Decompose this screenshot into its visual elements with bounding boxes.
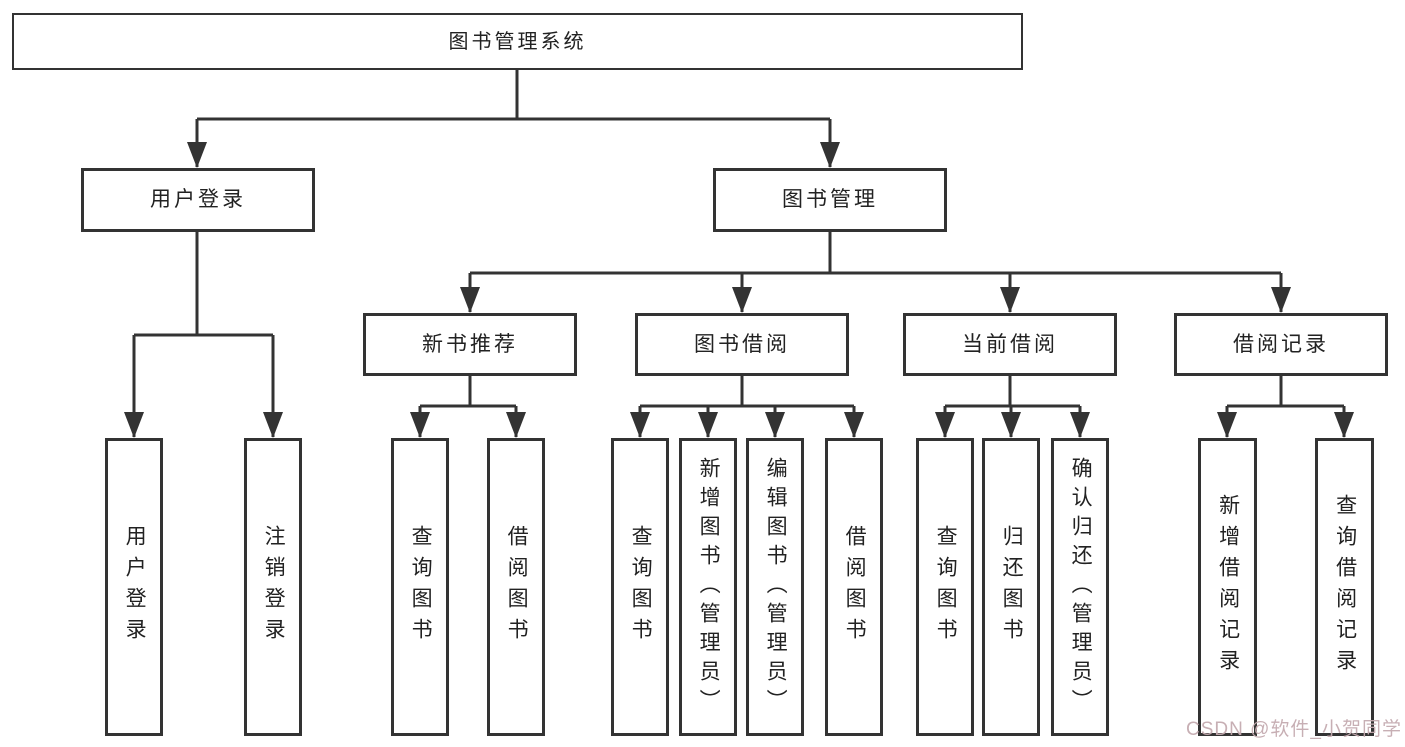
leaf-current-return-books: 归还图书 xyxy=(982,438,1040,736)
node-new-book-recommend: 新书推荐 xyxy=(363,313,577,376)
leaf-borrowing-edit-books-admin: 编辑图书（管理员） xyxy=(746,438,804,736)
connector-book-management-children xyxy=(460,232,1291,313)
connector-root-to-level1 xyxy=(187,69,840,168)
leaf-borrowing-query-books: 查询图书 xyxy=(611,438,669,736)
node-user-login: 用户登录 xyxy=(81,168,315,232)
node-book-management: 图书管理 xyxy=(713,168,947,232)
node-root: 图书管理系统 xyxy=(12,13,1023,70)
leaf-borrowing-borrow-books: 借阅图书 xyxy=(825,438,883,736)
node-current-borrowing: 当前借阅 xyxy=(903,313,1117,376)
connector-user-login-children xyxy=(124,232,283,438)
leaf-recommend-borrow-books: 借阅图书 xyxy=(487,438,545,736)
node-book-borrowing: 图书借阅 xyxy=(635,313,849,376)
leaf-user-login: 用户登录 xyxy=(105,438,163,736)
connector-records-children xyxy=(1217,376,1354,438)
leaf-logout: 注销登录 xyxy=(244,438,302,736)
watermark: CSDN @软件_小贺同学 xyxy=(1186,719,1402,740)
node-borrowing-records: 借阅记录 xyxy=(1174,313,1388,376)
leaf-current-query-books: 查询图书 xyxy=(916,438,974,736)
leaf-records-add-record: 新增借阅记录 xyxy=(1198,438,1257,736)
connector-new-book-children xyxy=(410,376,526,438)
leaf-records-query-record: 查询借阅记录 xyxy=(1315,438,1374,736)
leaf-current-confirm-return-admin: 确认归还（管理员） xyxy=(1051,438,1109,736)
leaf-borrowing-add-books-admin: 新增图书（管理员） xyxy=(679,438,737,736)
connector-current-borrowing-children xyxy=(935,376,1090,438)
connector-book-borrowing-children xyxy=(630,376,864,438)
leaf-recommend-query-books: 查询图书 xyxy=(391,438,449,736)
